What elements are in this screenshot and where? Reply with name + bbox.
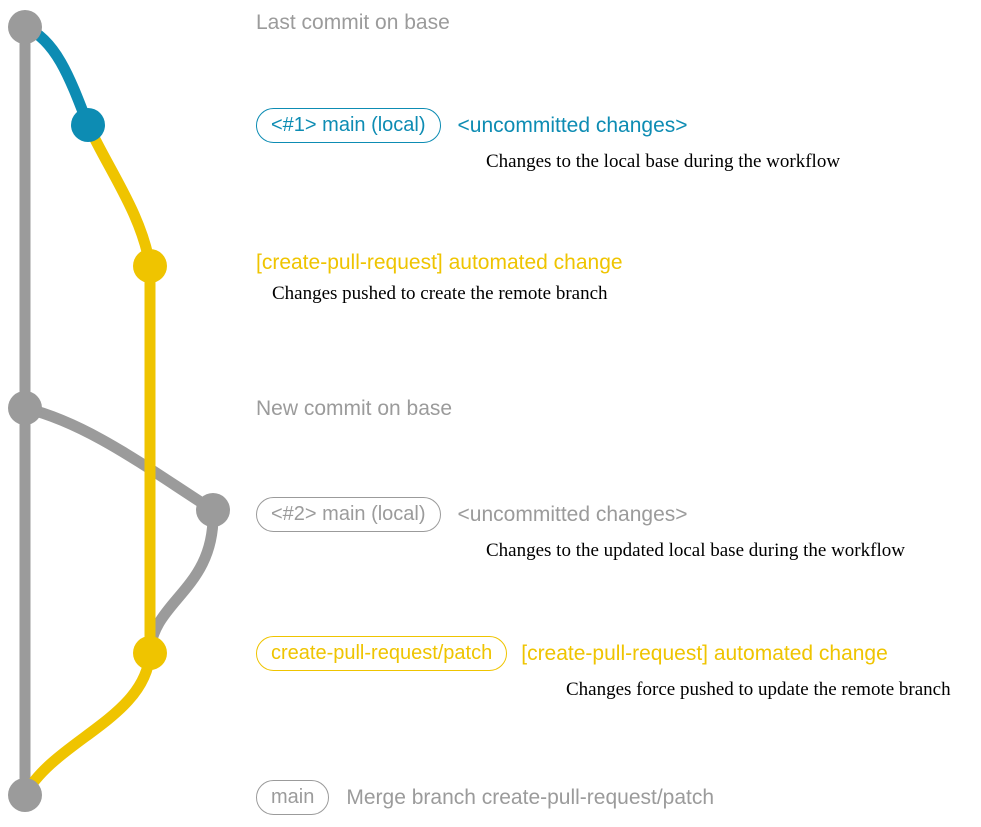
commit-node-new-base bbox=[8, 391, 42, 425]
commit-subject: [create-pull-request] automated change bbox=[256, 251, 623, 274]
commit-node-automated-1 bbox=[133, 249, 167, 283]
commit-subject: [create-pull-request] automated change bbox=[521, 641, 888, 665]
branch-chip-local-1[interactable]: <#1> main (local) bbox=[256, 108, 441, 143]
edge-base-to-local2 bbox=[19, 402, 219, 516]
commit-node-last-base bbox=[8, 10, 42, 44]
graph-nodes bbox=[8, 10, 230, 812]
commit-node-local-2 bbox=[196, 493, 230, 527]
commit-node-merge bbox=[8, 778, 42, 812]
edge-patch-merge-to-base bbox=[19, 647, 156, 801]
branch-chip-patch[interactable]: create-pull-request/patch bbox=[256, 636, 508, 671]
branch-chip-main[interactable]: main bbox=[256, 780, 330, 815]
commit-row-local-1: <#1> main (local) <uncommitted changes> … bbox=[256, 108, 840, 174]
commit-subject: Merge branch create-pull-request/patch bbox=[346, 785, 715, 809]
commit-note: Changes to the updated local base during… bbox=[486, 540, 905, 561]
commit-row-local-2: <#2> main (local) <uncommitted changes> … bbox=[256, 497, 905, 563]
commit-subject: Last commit on base bbox=[256, 11, 450, 34]
commit-row-merge: main Merge branch create-pull-request/pa… bbox=[256, 780, 714, 815]
commit-node-automated-2 bbox=[133, 636, 167, 670]
commit-subject: New commit on base bbox=[256, 397, 453, 420]
commit-row-new-base: New commit on base bbox=[256, 396, 452, 422]
commit-note: Changes force pushed to update the remot… bbox=[566, 679, 951, 700]
commit-subject: <uncommitted changes> bbox=[457, 113, 688, 137]
commit-row-automated-1: [create-pull-request] automated change C… bbox=[256, 250, 623, 306]
commit-subject: <uncommitted changes> bbox=[457, 502, 688, 526]
edge-local1-to-patch1 bbox=[82, 119, 156, 272]
edge-base-to-local1 bbox=[19, 21, 94, 131]
commit-note: Changes pushed to create the remote bran… bbox=[272, 283, 608, 304]
commit-node-local-1 bbox=[71, 108, 105, 142]
commit-note: Changes to the local base during the wor… bbox=[486, 151, 841, 172]
commit-row-last-base: Last commit on base bbox=[256, 10, 450, 36]
branch-chip-local-2[interactable]: <#2> main (local) bbox=[256, 497, 441, 532]
commit-row-automated-2: create-pull-request/patch [create-pull-r… bbox=[256, 636, 951, 702]
edge-local2-to-patch2 bbox=[144, 504, 219, 659]
